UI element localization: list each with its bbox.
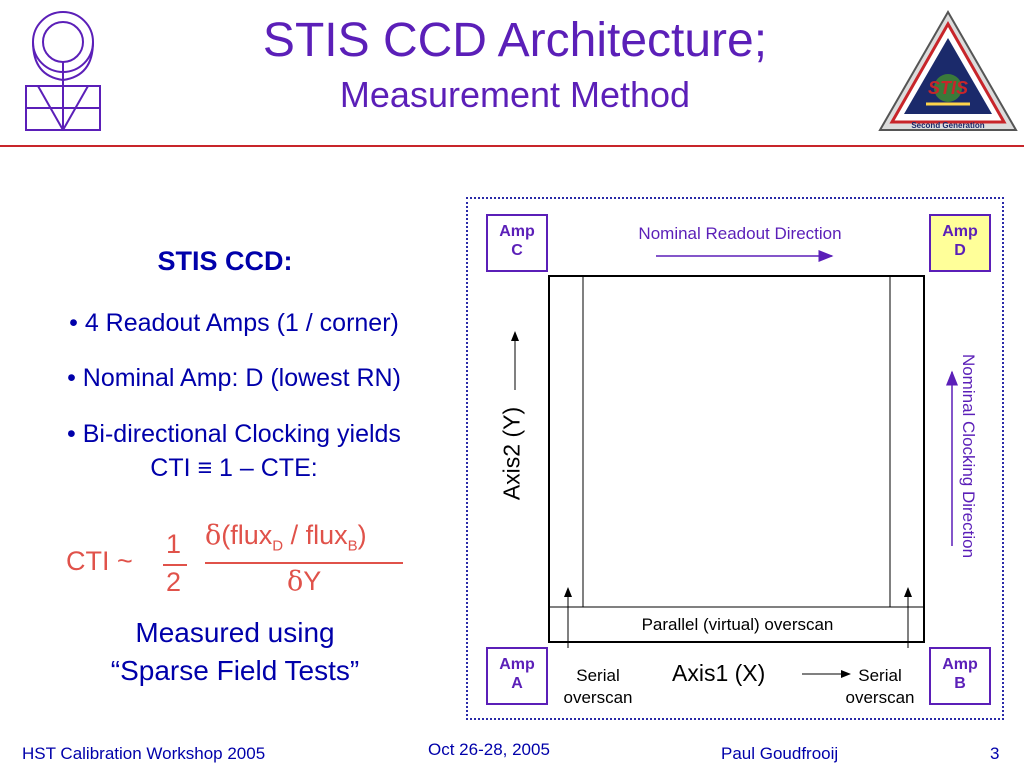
bullet-nominal-amp: • Nominal Amp: D (lowest RN) (67, 364, 401, 392)
bullet-bidirectional: • Bi-directional Clocking yields (67, 420, 401, 448)
ccd-chip (480, 240, 1000, 710)
formula-denominator: δY (287, 566, 322, 597)
formula-fraction-denominator: 2 (166, 567, 182, 597)
formula-fraction-bar (163, 564, 187, 566)
formula-division-bar (205, 562, 403, 564)
cti-formula: CTI ~ 1 2 δ(fluxD / fluxB) δY (0, 516, 440, 606)
slide-title: STIS CCD Architecture; (262, 14, 768, 67)
clocking-direction-label: Nominal Clocking Direction (959, 353, 978, 559)
footer-date: Oct 26-28, 2005 (428, 740, 550, 759)
readout-direction-label: Nominal Readout Direction (638, 224, 842, 243)
formula-fraction-numerator: 1 (166, 529, 182, 559)
formula-numerator: δ(fluxD / fluxB) (205, 520, 367, 555)
stis-mission-badge-icon: STIS Second Generation (876, 8, 1020, 136)
sparse-field-tests-text: “Sparse Field Tests” (110, 655, 360, 686)
badge-center-text: STIS (928, 78, 968, 98)
bullet-cti-definition: CTI ≡ 1 – CTE: (150, 454, 318, 482)
header-divider (0, 145, 1024, 147)
footer-page-number: 3 (990, 744, 1000, 763)
axis2-label: Axis2 (Y) (498, 406, 525, 501)
footer-author: Paul Goudfrooij (721, 744, 839, 763)
bullet-readout-amps: • 4 Readout Amps (1 / corner) (69, 309, 399, 337)
parallel-overscan-label: Parallel (virtual) overscan (641, 615, 834, 634)
formula-lhs: CTI ~ (66, 546, 133, 576)
badge-bottom-text: Second Generation (911, 121, 984, 130)
hst-logo-icon (18, 6, 108, 134)
measured-using-text: Measured using (135, 617, 335, 648)
slide-subtitle: Measurement Method (339, 74, 691, 115)
axis1-label: Axis1 (X) (672, 660, 766, 686)
footer-workshop: HST Calibration Workshop 2005 (22, 744, 266, 763)
ccd-diagram-frame (466, 197, 1004, 720)
chip-outline (548, 275, 925, 643)
ccd-heading: STIS CCD: (157, 246, 293, 276)
